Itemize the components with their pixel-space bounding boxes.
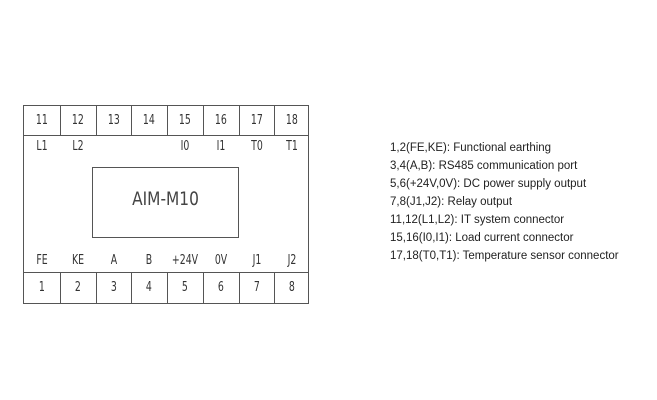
legend-item: 11,12(L1,L2): IT system connector xyxy=(390,214,565,226)
terminal-label: +24V xyxy=(171,253,199,268)
terminal-divider xyxy=(238,106,240,136)
terminal-divider xyxy=(95,106,97,136)
terminal-divider xyxy=(238,273,240,303)
terminal-number: 8 xyxy=(289,280,296,295)
terminal-number: 12 xyxy=(71,113,84,128)
terminal-divider xyxy=(202,273,204,303)
terminal-label: 0V xyxy=(214,253,227,268)
model-box: AIM-M10 xyxy=(92,167,239,238)
terminal-number: 15 xyxy=(178,113,191,128)
terminal-number: 5 xyxy=(181,280,188,295)
terminal-number: 7 xyxy=(253,280,260,295)
terminal-number: 13 xyxy=(107,113,120,128)
legend-item: 17,18(T0,T1): Temperature sensor connect… xyxy=(390,250,619,262)
terminal-legend: 1,2(FE,KE): Functional earthing 3,4(A,B):… xyxy=(390,139,619,265)
terminal-number: 17 xyxy=(250,113,263,128)
terminal-number: 16 xyxy=(214,113,227,128)
terminal-divider xyxy=(59,273,61,303)
terminal-label: I1 xyxy=(216,139,226,154)
terminal-label: I0 xyxy=(180,139,190,154)
terminal-label: T0 xyxy=(250,139,263,154)
model-label: AIM-M10 xyxy=(132,188,199,210)
terminal-divider xyxy=(131,273,133,303)
terminal-label: L1 xyxy=(36,139,48,154)
terminal-divider xyxy=(274,273,276,303)
terminal-number: 18 xyxy=(286,113,299,128)
top-terminal-strip: 11 12 13 14 15 16 17 18 xyxy=(23,105,309,136)
terminal-label: J1 xyxy=(252,253,261,268)
terminal-number: 1 xyxy=(38,280,45,295)
terminal-label: KE xyxy=(71,253,84,268)
terminal-number: 3 xyxy=(110,280,117,295)
terminal-divider xyxy=(131,106,133,136)
terminal-divider xyxy=(59,106,61,136)
legend-item: 1,2(FE,KE): Functional earthing xyxy=(390,142,552,154)
terminal-label: FE xyxy=(36,253,48,268)
terminal-label: J2 xyxy=(287,253,297,268)
legend-item: 7,8(J1,J2): Relay output xyxy=(390,196,513,208)
terminal-divider xyxy=(274,106,276,136)
terminal-label: A xyxy=(110,253,117,268)
terminal-number: 14 xyxy=(143,113,156,128)
terminal-divider xyxy=(167,106,168,136)
terminal-number: 6 xyxy=(217,280,224,295)
legend-item: 15,16(I0,I1): Load current connector xyxy=(390,232,574,244)
legend-item: 3,4(A,B): RS485 communication port xyxy=(390,160,578,172)
terminal-number: 2 xyxy=(74,280,81,295)
terminal-label: T1 xyxy=(286,139,299,154)
terminal-divider xyxy=(202,106,204,136)
terminal-label: L2 xyxy=(72,139,84,154)
terminal-number: 4 xyxy=(146,280,153,295)
legend-item: 5,6(+24V,0V): DC power supply output xyxy=(390,178,587,190)
bottom-terminal-strip: 1 2 3 4 5 6 7 8 xyxy=(23,272,309,304)
terminal-label: B xyxy=(146,253,153,268)
terminal-divider xyxy=(95,273,97,303)
terminal-divider xyxy=(167,273,168,303)
terminal-number: 11 xyxy=(35,113,48,128)
